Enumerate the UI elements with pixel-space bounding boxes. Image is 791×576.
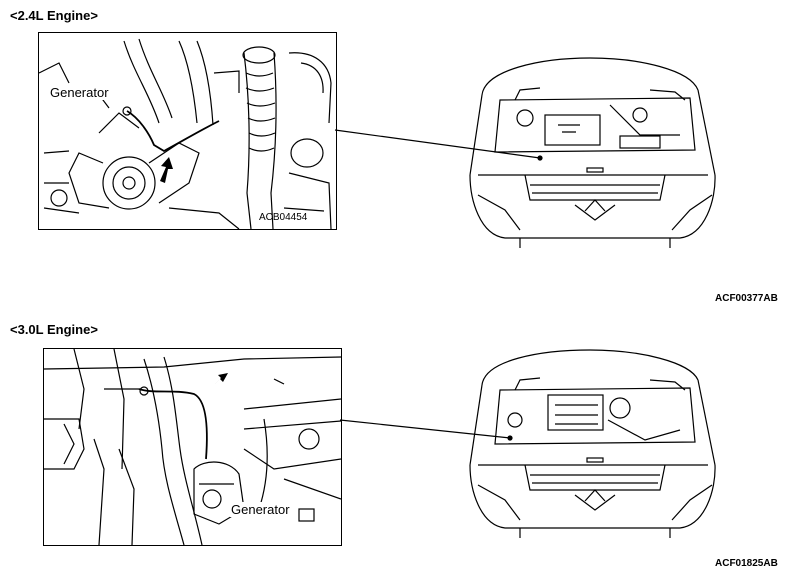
detail-code-2-4l: ACB04454 xyxy=(259,212,308,223)
section-title-3-0l: <3.0L Engine> xyxy=(10,322,98,337)
generator-label-2-4l: Generator xyxy=(49,85,110,100)
detail-view-2-4l: Generator ACB04454 xyxy=(38,32,337,230)
up-arrow-icon xyxy=(160,157,173,183)
down-arrow-icon xyxy=(214,373,228,385)
engine-detail-drawing-2-4l xyxy=(39,38,332,229)
figure-code-3-0l: ACF01825AB xyxy=(715,558,778,569)
engine-detail-drawing-3-0l xyxy=(44,349,341,545)
detail-view-3-0l: Generator xyxy=(43,348,342,546)
section-title-2-4l: <2.4L Engine> xyxy=(10,8,98,23)
figure-code-2-4l: ACF00377AB xyxy=(715,293,778,304)
generator-label-3-0l: Generator xyxy=(230,502,291,517)
